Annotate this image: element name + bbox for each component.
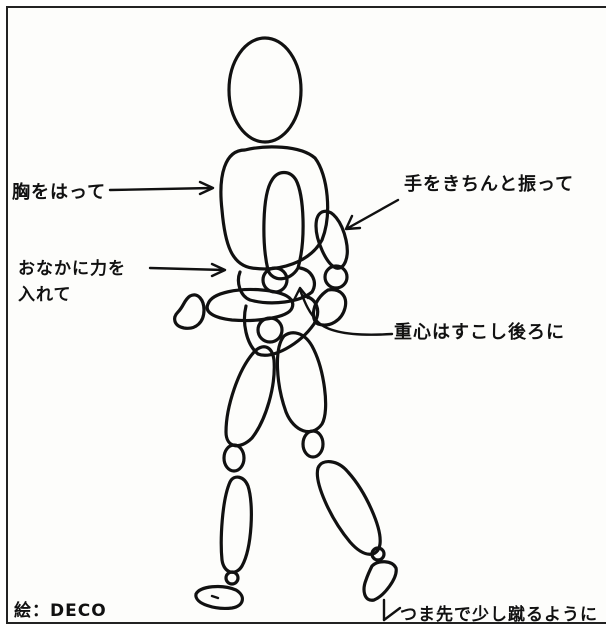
front-ankle-joint [370,546,386,562]
arrow-belly [148,262,227,278]
label-chest: 胸をはって [12,182,107,203]
front-foot [362,560,398,602]
arrow-chest [108,180,215,196]
credit-text: 絵：DECO [14,601,107,621]
rear-knee-joint [222,443,246,473]
front-thigh [275,331,328,434]
label-toe: つま先で少し蹴るように [400,605,598,625]
torso [219,145,330,271]
rear-shin [219,475,253,574]
hip-joint [256,316,284,344]
front-knee-joint [301,429,325,459]
arrow-arms [344,198,400,231]
head [227,36,303,144]
near-hand [173,293,206,330]
label-belly: おなかに力を 入れて [18,259,126,305]
rear-ankle-joint [224,570,240,586]
arrow-weight [292,286,394,336]
far-lower-arm [311,288,348,327]
pelvis [242,294,320,357]
far-upper-arm [314,209,349,270]
label-arms: 手をきちんと振って [404,174,575,195]
rear-foot [194,584,244,610]
label-weight: 重心はすこし後ろに [394,322,565,343]
far-elbow-joint [323,264,349,290]
arrow-toe [382,598,402,622]
drawing-frame [6,6,606,624]
rear-thigh [224,345,276,448]
near-forearm [205,287,295,323]
front-shin [315,460,382,556]
near-upper-arm [262,170,305,281]
